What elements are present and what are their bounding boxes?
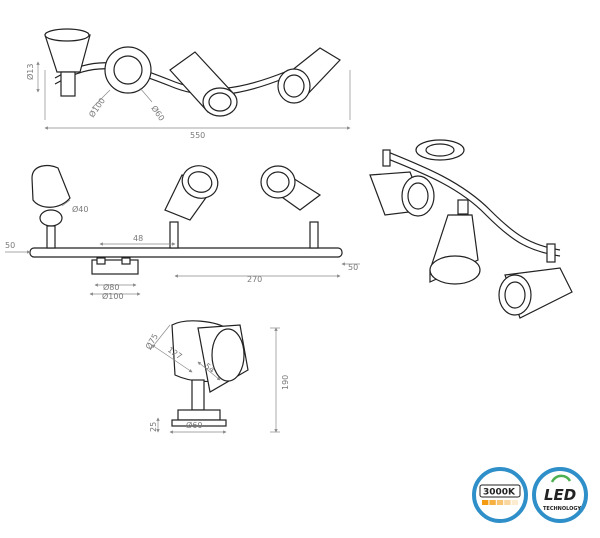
top-view: 550 Ø13 Ø100 Ø60	[25, 28, 351, 140]
dim-d60: Ø60	[149, 103, 167, 122]
perspective-view	[369, 139, 573, 319]
badge-3000k: 3000K	[472, 467, 528, 523]
color-temp-swatch	[496, 500, 504, 505]
led-label: LED	[544, 486, 576, 504]
dim-d13: Ø13	[25, 64, 35, 80]
dim-190: 190	[281, 375, 290, 390]
front-view: 50 50 48 270 Ø80 Ø100 Ø40	[5, 164, 360, 301]
spot-right-top	[277, 47, 341, 104]
color-temp-swatch	[511, 500, 518, 505]
dim-50-left: 50	[5, 241, 15, 250]
base-front	[91, 257, 139, 275]
dim-270: 270	[247, 275, 262, 284]
color-temp-swatch	[489, 500, 496, 505]
dim-d75: Ø75	[143, 332, 160, 351]
dim-d40: Ø40	[72, 204, 88, 214]
dim-d100: Ø100	[86, 96, 107, 119]
color-temp-label: 3000K	[483, 488, 516, 498]
badge-led: LED TECHNOLOGY	[532, 467, 588, 523]
dim-25: 25	[149, 422, 158, 432]
dim-550: 550	[190, 131, 205, 140]
dim-48: 48	[133, 234, 143, 243]
spot-right-front	[260, 165, 322, 249]
color-temp-scale	[482, 500, 518, 505]
spot-middle-top	[169, 51, 238, 117]
spot-3-perspective	[498, 267, 573, 319]
dim-d100: Ø100	[102, 291, 124, 301]
spot-2-perspective	[429, 199, 481, 285]
base-top	[104, 46, 152, 94]
color-temp-swatch	[482, 500, 489, 505]
color-temp-swatch	[504, 500, 511, 505]
led-leaf-icon	[550, 474, 572, 483]
spot-left-top	[44, 28, 91, 97]
spot-left-front	[31, 164, 71, 249]
led-sublabel: TECHNOLOGY	[543, 506, 581, 512]
side-view: 190 25 Ø60 Ø75 127 54	[143, 320, 290, 434]
dim-50-right: 50	[348, 263, 358, 272]
spot-1-perspective	[369, 171, 435, 217]
dim-d60-side: Ø60	[186, 420, 202, 430]
dim-d80: Ø80	[103, 282, 119, 292]
spot-middle-front	[164, 165, 219, 249]
